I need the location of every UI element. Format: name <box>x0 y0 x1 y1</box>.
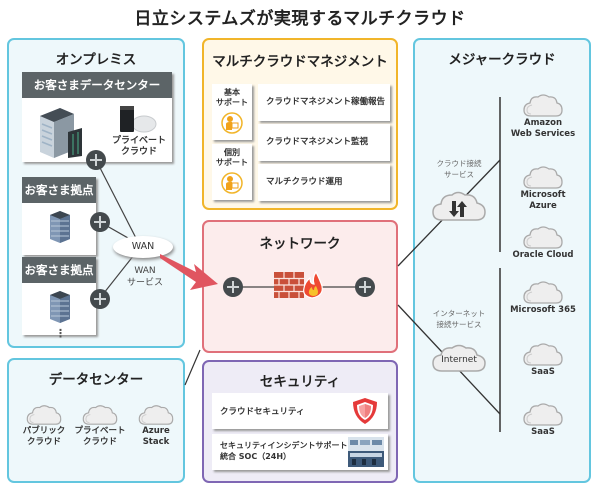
cloud-icon <box>523 94 563 117</box>
cloud-icon <box>523 166 563 189</box>
cloud-service-label: Oracle Cloud <box>512 250 574 260</box>
datacenter-title: データセンター <box>48 372 144 388</box>
cloud-service-item: Oracle Cloud <box>508 225 578 261</box>
link-dc-network <box>184 349 201 386</box>
private-server-icon <box>120 106 157 133</box>
wan-label: WAN <box>131 241 155 252</box>
internet-cloud: Internet <box>432 343 486 373</box>
cloud-icon <box>138 405 174 425</box>
router-icon <box>86 150 106 170</box>
internet-connect-service-label: インターネット 接続サービス <box>432 309 486 329</box>
customer-site-header: お客さま拠点 <box>22 257 96 283</box>
router-icon <box>90 212 110 232</box>
individual-support-label: 個別 サポート <box>216 148 248 167</box>
customer-site-header: お客さま拠点 <box>22 177 96 203</box>
building-icon <box>40 108 82 158</box>
datacenter-cloud-label: パブリック クラウド <box>22 426 66 447</box>
router-icon <box>355 277 375 297</box>
office-building-icon <box>50 211 70 243</box>
internet-service-item: Microsoft 365 <box>508 280 578 316</box>
security-item-label: セキュリティインシデントサポート 統合 SOC（24H） <box>220 441 348 461</box>
internet-service-label: SaaS <box>531 367 555 377</box>
datacenter-cloud-item: Azure Stack <box>130 404 182 448</box>
datacenter-cloud-label: プライベート クラウド <box>74 426 126 447</box>
router-icon <box>90 289 110 309</box>
cloud-icon <box>523 403 563 426</box>
cloud-icon <box>523 343 563 366</box>
wan-service-label: WAN サービス <box>126 266 163 288</box>
internet-service-item: SaaS <box>508 342 578 378</box>
customer-site-card: お客さま拠点 <box>22 177 96 255</box>
diagram-title: 日立システムズが実現するマルチクラウド <box>134 9 466 29</box>
cloud-service-label: Microsoft Azure <box>520 190 566 211</box>
security-title: セキュリティ <box>259 374 341 390</box>
shield-icon <box>353 398 377 424</box>
cloud-connect-service-label: クラウド接続 サービス <box>436 159 482 179</box>
mgmt-item: マルチクラウド運用 <box>258 164 390 201</box>
internet-service-label: SaaS <box>531 427 555 437</box>
internet-label: Internet <box>441 355 477 365</box>
security-item-label: クラウドセキュリティ <box>220 407 305 417</box>
basic-support-label: 基本 サポート <box>216 88 248 107</box>
major-cloud-title: メジャークラウド <box>448 52 556 68</box>
basic-support-card: 基本 サポート <box>212 84 252 140</box>
onpremise-title: オンプレミス <box>55 52 137 68</box>
support-person-icon <box>221 172 243 194</box>
mgmt-item: クラウドマネジメント監視 <box>258 124 390 161</box>
internet-service-item: SaaS <box>508 402 578 438</box>
office-building-icon <box>50 291 70 323</box>
datacenter-cloud-item: パブリック クラウド <box>18 404 70 448</box>
cloud-icon <box>523 226 563 249</box>
router-icon <box>223 277 243 297</box>
cloud-icon <box>523 281 563 304</box>
customer-site-card: お客さま拠点 <box>22 257 96 335</box>
security-item: クラウドセキュリティ <box>212 393 388 429</box>
firewall-icon <box>274 270 323 299</box>
arrow-to-network-icon <box>160 254 218 290</box>
internet-service-label: Microsoft 365 <box>510 305 576 315</box>
individual-support-card: 個別 サポート <box>212 144 252 200</box>
support-person-icon <box>221 112 243 134</box>
management-title: マルチクラウドマネジメント <box>212 54 388 70</box>
cloud-service-item: Amazon Web Services <box>508 93 578 140</box>
cloud-icon <box>26 405 62 425</box>
customer-datacenter-header: お客さまデータセンター <box>22 72 172 98</box>
datacenter-cloud-label: Azure Stack <box>142 426 170 447</box>
mgmt-item: クラウドマネジメント稼働報告 <box>258 84 390 121</box>
soc-photo-icon <box>348 437 384 467</box>
private-cloud-label: プライベート クラウド <box>111 136 166 157</box>
more-sites-ellipsis: ⋮ <box>55 327 66 340</box>
cloud-icon <box>82 405 118 425</box>
cloud-service-label: Amazon Web Services <box>510 118 576 139</box>
network-title: ネットワーク <box>259 236 341 252</box>
cloud-service-item: Microsoft Azure <box>508 165 578 212</box>
customer-datacenter-card: お客さまデータセンター プライベート クラウド <box>22 72 172 162</box>
datacenter-cloud-item: プライベート クラウド <box>74 404 126 448</box>
security-item: セキュリティインシデントサポート 統合 SOC（24H） <box>212 434 388 470</box>
cloud-connect-icon <box>432 191 486 221</box>
